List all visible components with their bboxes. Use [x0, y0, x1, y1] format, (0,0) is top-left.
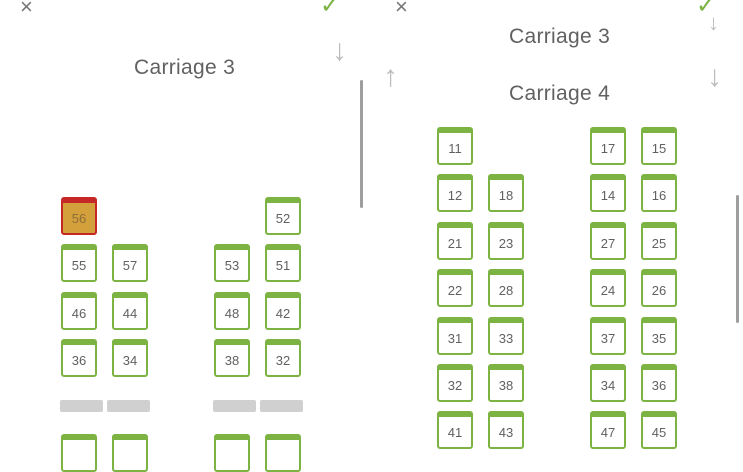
seat[interactable]: 22	[437, 269, 473, 307]
check-icon[interactable]: ✓	[320, 0, 341, 19]
seat[interactable]: 36	[61, 339, 97, 377]
seat-selected[interactable]: 56	[61, 197, 97, 235]
arrow-up-icon[interactable]: ↑	[383, 60, 398, 93]
seat[interactable]: 53	[214, 244, 250, 282]
close-icon[interactable]: ×	[395, 0, 408, 19]
seat[interactable]: 45	[641, 411, 677, 449]
seat[interactable]: 34	[112, 339, 148, 377]
seat[interactable]: 46	[61, 292, 97, 330]
scrollbar[interactable]	[736, 195, 739, 323]
seat[interactable]: 25	[641, 222, 677, 260]
seat[interactable]: 43	[488, 411, 524, 449]
seat[interactable]: 32	[437, 364, 473, 402]
seat[interactable]: 17	[590, 127, 626, 165]
seat[interactable]: 21	[437, 222, 473, 260]
seat-partial[interactable]	[214, 434, 250, 472]
seat[interactable]: 37	[590, 317, 626, 355]
prev-carriage-title: Carriage 3	[509, 25, 611, 48]
arrow-down-icon[interactable]: ↓	[707, 60, 722, 93]
table	[60, 400, 103, 412]
seat-partial[interactable]	[112, 434, 148, 472]
seat[interactable]: 26	[641, 269, 677, 307]
carriage-title: Carriage 4	[509, 82, 611, 105]
seat[interactable]: 48	[214, 292, 250, 330]
seat[interactable]: 34	[590, 364, 626, 402]
seat[interactable]: 42	[265, 292, 301, 330]
seat[interactable]: 28	[488, 269, 524, 307]
seat[interactable]: 24	[590, 269, 626, 307]
table	[260, 400, 303, 412]
arrow-down-icon[interactable]: ↓	[332, 34, 347, 67]
seat[interactable]: 33	[488, 317, 524, 355]
seat[interactable]: 14	[590, 174, 626, 212]
seat[interactable]: 23	[488, 222, 524, 260]
table	[213, 400, 256, 412]
seat[interactable]: 55	[61, 244, 97, 282]
seat[interactable]: 41	[437, 411, 473, 449]
seat[interactable]: 35	[641, 317, 677, 355]
seat[interactable]: 36	[641, 364, 677, 402]
seat[interactable]: 31	[437, 317, 473, 355]
seat[interactable]: 38	[214, 339, 250, 377]
close-icon[interactable]: ×	[20, 0, 33, 19]
seat[interactable]: 47	[590, 411, 626, 449]
seat[interactable]: 16	[641, 174, 677, 212]
seat[interactable]: 32	[265, 339, 301, 377]
scrollbar[interactable]	[360, 80, 363, 208]
seat-partial[interactable]	[265, 434, 301, 472]
check-icon[interactable]: ✓	[696, 0, 717, 19]
seat[interactable]: 11	[437, 127, 473, 165]
arrow-down-icon[interactable]: ↓	[708, 10, 719, 35]
seat[interactable]: 12	[437, 174, 473, 212]
seat[interactable]: 18	[488, 174, 524, 212]
seat[interactable]: 15	[641, 127, 677, 165]
seat[interactable]: 44	[112, 292, 148, 330]
seat[interactable]: 51	[265, 244, 301, 282]
seat[interactable]: 27	[590, 222, 626, 260]
seat[interactable]: 57	[112, 244, 148, 282]
seat[interactable]: 52	[265, 197, 301, 235]
seat[interactable]: 38	[488, 364, 524, 402]
table	[107, 400, 150, 412]
seat-partial[interactable]	[61, 434, 97, 472]
carriage-title: Carriage 3	[134, 56, 236, 79]
